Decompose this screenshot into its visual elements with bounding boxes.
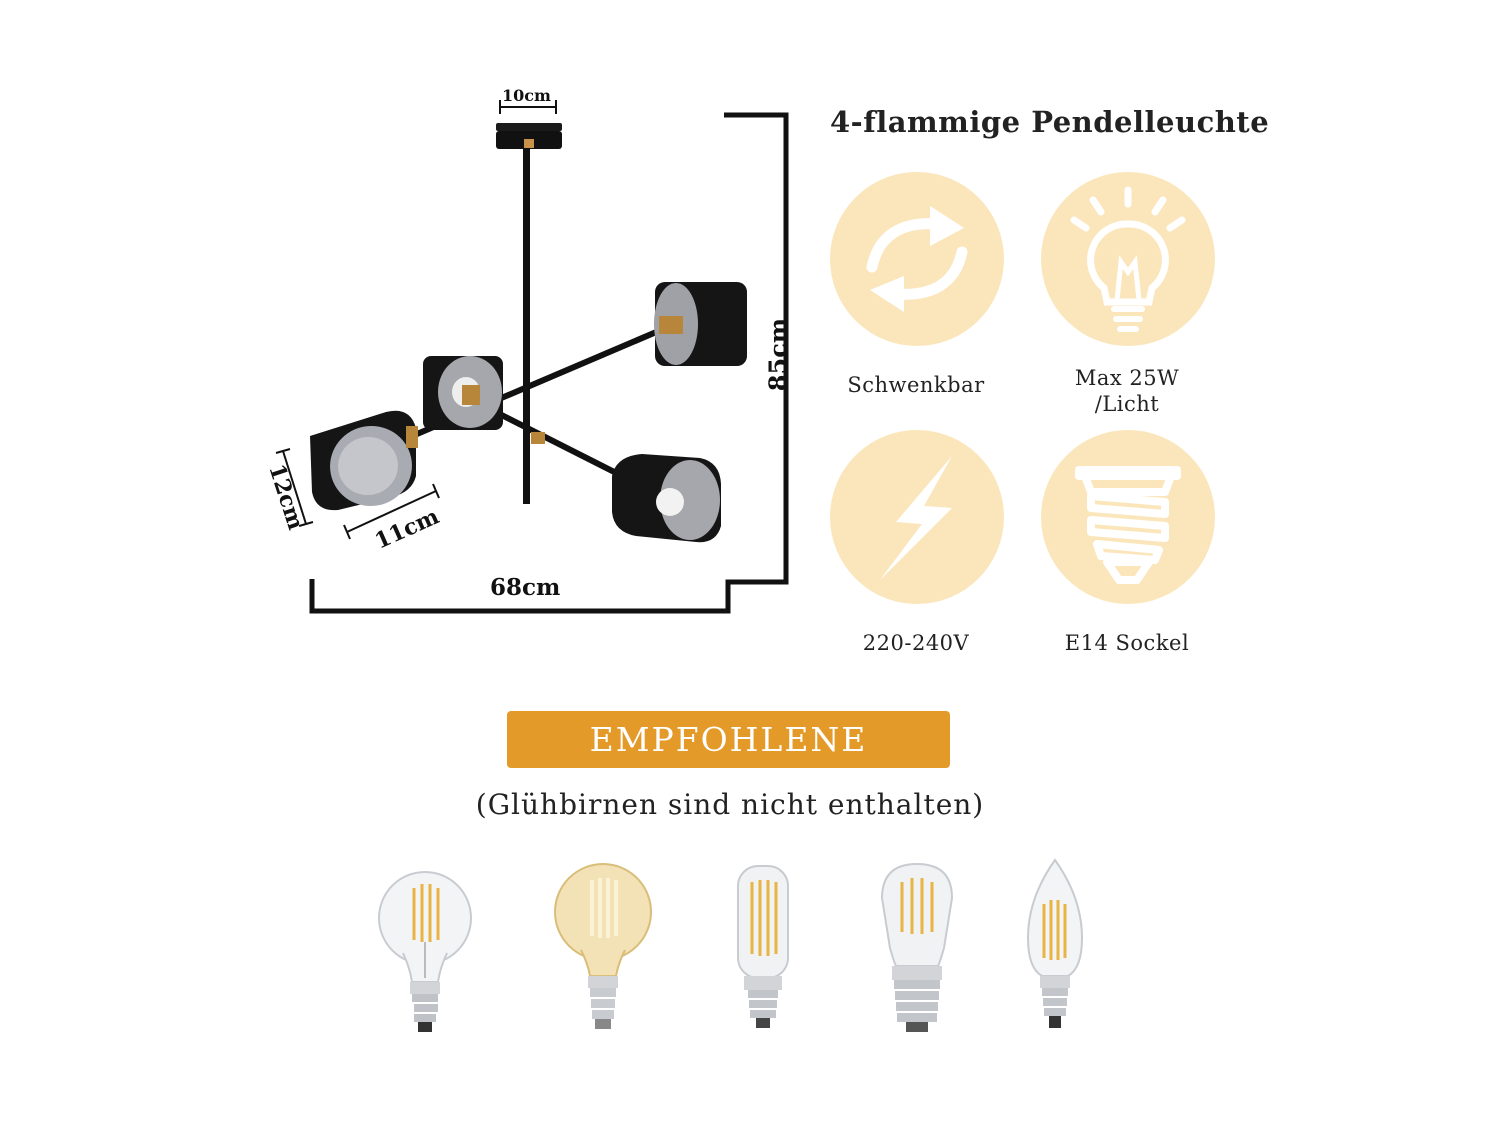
canopy-width-label: 10cm [502, 86, 551, 105]
product-title: 4-flammige Pendelleuchte [830, 105, 1270, 139]
bulb-globe-clear [378, 871, 472, 1032]
lamp-dimension-diagram [275, 100, 789, 614]
feature-max-wattage-line1: Max 25W [1074, 366, 1180, 390]
canopy [496, 123, 562, 149]
overall-dimension-bracket [309, 112, 789, 614]
lightbulb-icon [1070, 186, 1186, 332]
swivel-icon [866, 206, 968, 312]
bulb-pear [880, 862, 954, 1032]
recommended-lamps-banner: EMPFOHLENE LAMPEN [507, 711, 950, 816]
feature-swivel [830, 172, 1004, 346]
feature-socket-label: E14 Sockel [1064, 631, 1190, 655]
lamp-stem [523, 149, 530, 504]
feature-swivel-label: Schwenkbar [847, 373, 985, 397]
feature-voltage [830, 430, 1004, 604]
bulb-tube [737, 865, 789, 1028]
lamp-shade [654, 282, 747, 366]
feature-max-wattage-label: Max 25W /Licht [1017, 365, 1237, 417]
bulbs-not-included-note: (Glühbirnen sind nicht enthalten) [475, 788, 985, 821]
lamp-shade [310, 410, 418, 511]
height-label: 85cm [763, 317, 793, 392]
socket-icon [1075, 466, 1181, 584]
lamp-shade [612, 454, 721, 543]
lamp-shade [423, 356, 503, 430]
feature-max-wattage [1041, 172, 1215, 346]
shade-width-dimension-line [343, 483, 440, 540]
feature-max-wattage-line2: /Licht [1094, 392, 1160, 416]
bulb-globe-amber [554, 863, 652, 1029]
feature-voltage-label: 220-240V [862, 631, 970, 655]
shade-height-dimension-line [275, 448, 314, 527]
width-label: 68cm [490, 574, 561, 601]
bulb-candle [1026, 858, 1084, 1028]
feature-socket [1041, 430, 1215, 604]
lightning-icon [880, 456, 952, 580]
canopy-dimension-line [499, 100, 557, 114]
